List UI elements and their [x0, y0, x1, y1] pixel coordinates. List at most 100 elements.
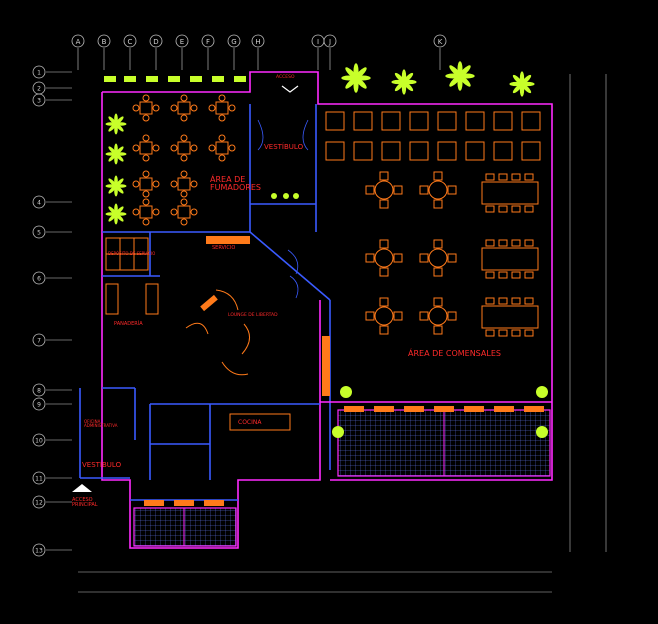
grid-bubble-d [149, 34, 163, 48]
label-acceso-top: ACCESO [276, 75, 295, 80]
kitchen-bar [322, 336, 330, 396]
grid-bubble-label: D [153, 38, 158, 46]
round-table [419, 239, 457, 277]
dining-table [325, 111, 345, 131]
dining-table [493, 141, 513, 161]
round-table [419, 171, 457, 209]
dining-table [325, 141, 345, 161]
grid-bubble-k [433, 34, 447, 48]
label-acceso-principal: ACCESO PRINCIPAL [72, 497, 98, 508]
grid-bubble-label: 13 [35, 548, 43, 555]
label-panaderia: PANADERÍA [114, 321, 143, 327]
grid-bubble-label: 4 [37, 200, 41, 207]
smoking-table [132, 198, 160, 226]
grid-bubble-label: 8 [37, 388, 41, 395]
planter-box [344, 406, 364, 412]
palm-plant-icon [341, 63, 371, 93]
long-tables [481, 173, 539, 337]
palm-plant-icon [509, 71, 535, 97]
shrub-plant-icon [293, 193, 299, 199]
palm-plant-icon [391, 69, 417, 95]
kitchen-counter [229, 413, 291, 431]
dining-table [437, 111, 457, 131]
grid-bubble-label: 6 [37, 276, 41, 283]
smoking-table [208, 94, 236, 122]
grid-bubble-4 [32, 195, 46, 209]
smoking-table [132, 134, 160, 162]
label-cocina: COCINA [238, 419, 262, 426]
grid-bubble-label: F [206, 38, 210, 46]
round-table [365, 239, 403, 277]
label-area-fumadores: ÁREA DE FUMADORES [210, 175, 261, 192]
bottom-dimension-line [78, 571, 552, 593]
planter-box [494, 406, 514, 412]
planter-box [204, 500, 224, 506]
label-servicio: SERVICIO [212, 245, 236, 251]
grid-bubble-label: 7 [37, 338, 41, 345]
palm-plant-icon [445, 61, 475, 91]
door-swings [257, 85, 309, 299]
dining-table [381, 141, 401, 161]
grid-bubble-label: E [180, 38, 184, 46]
grid-bubble-b [97, 34, 111, 48]
dining-table [465, 111, 485, 131]
terrace-planters [144, 406, 544, 506]
shrub-plant-icon [340, 386, 352, 398]
grid-lines-horizontal [46, 71, 72, 551]
grid-bubble-c [123, 34, 137, 48]
dining-table [381, 111, 401, 131]
palm-plant-icon [105, 175, 127, 197]
grid-bubble-label: 2 [37, 86, 41, 93]
grid-bubble-a [71, 34, 85, 48]
shrub-plant-icon [271, 193, 277, 199]
planter-box [464, 406, 484, 412]
right-dimension-line [569, 74, 607, 552]
grid-bubble-label: 5 [37, 230, 41, 237]
dining-table [521, 141, 541, 161]
service-room-shelves [105, 237, 159, 315]
grid-bubble-label: 1 [37, 70, 41, 77]
round-table [365, 297, 403, 335]
planter-box [434, 406, 454, 412]
smoking-table [170, 198, 198, 226]
grid-bubble-h [251, 34, 265, 48]
label-deposito: DEPÓSITO DE SERVICIO [108, 251, 156, 256]
grid-bubble-11 [32, 471, 46, 485]
grid-bubble-6 [32, 271, 46, 285]
long-table [481, 239, 539, 279]
dining-table [521, 111, 541, 131]
service-counter [206, 236, 250, 244]
planter-box [144, 500, 164, 506]
entry-arrow-icon [72, 484, 92, 492]
planter-box [174, 500, 194, 506]
grid-bubble-13 [32, 543, 46, 557]
shrub-plant-icon [332, 426, 344, 438]
plants [105, 61, 548, 438]
shrub-plant-icon [283, 193, 289, 199]
smoking-table [170, 134, 198, 162]
grid-bubble-label: G [231, 38, 236, 46]
dining-chairs-top [325, 111, 541, 161]
grid-bubble-label: 3 [37, 98, 41, 105]
entry-hatch [133, 507, 237, 547]
grid-bubble-label: 12 [35, 500, 43, 507]
dining-table [409, 111, 429, 131]
grid-bubble-label: H [255, 38, 260, 46]
smoking-table [170, 94, 198, 122]
shrub-plant-icon [536, 386, 548, 398]
grid-bubble-label: 11 [35, 476, 43, 483]
dining-table [465, 141, 485, 161]
grid-bubble-8 [32, 383, 46, 397]
long-table [481, 173, 539, 213]
palm-plant-icon [105, 203, 127, 225]
grid-bubble-1 [32, 65, 46, 79]
label-oficina: OFICINA ADMINISTRATIVA [84, 419, 118, 428]
grid-bubble-label: C [128, 38, 133, 46]
long-table [481, 297, 539, 337]
label-area-comensales: ÁREA DE COMENSALES [408, 349, 501, 358]
planter-box [524, 406, 544, 412]
grid-bubble-g [227, 34, 241, 48]
